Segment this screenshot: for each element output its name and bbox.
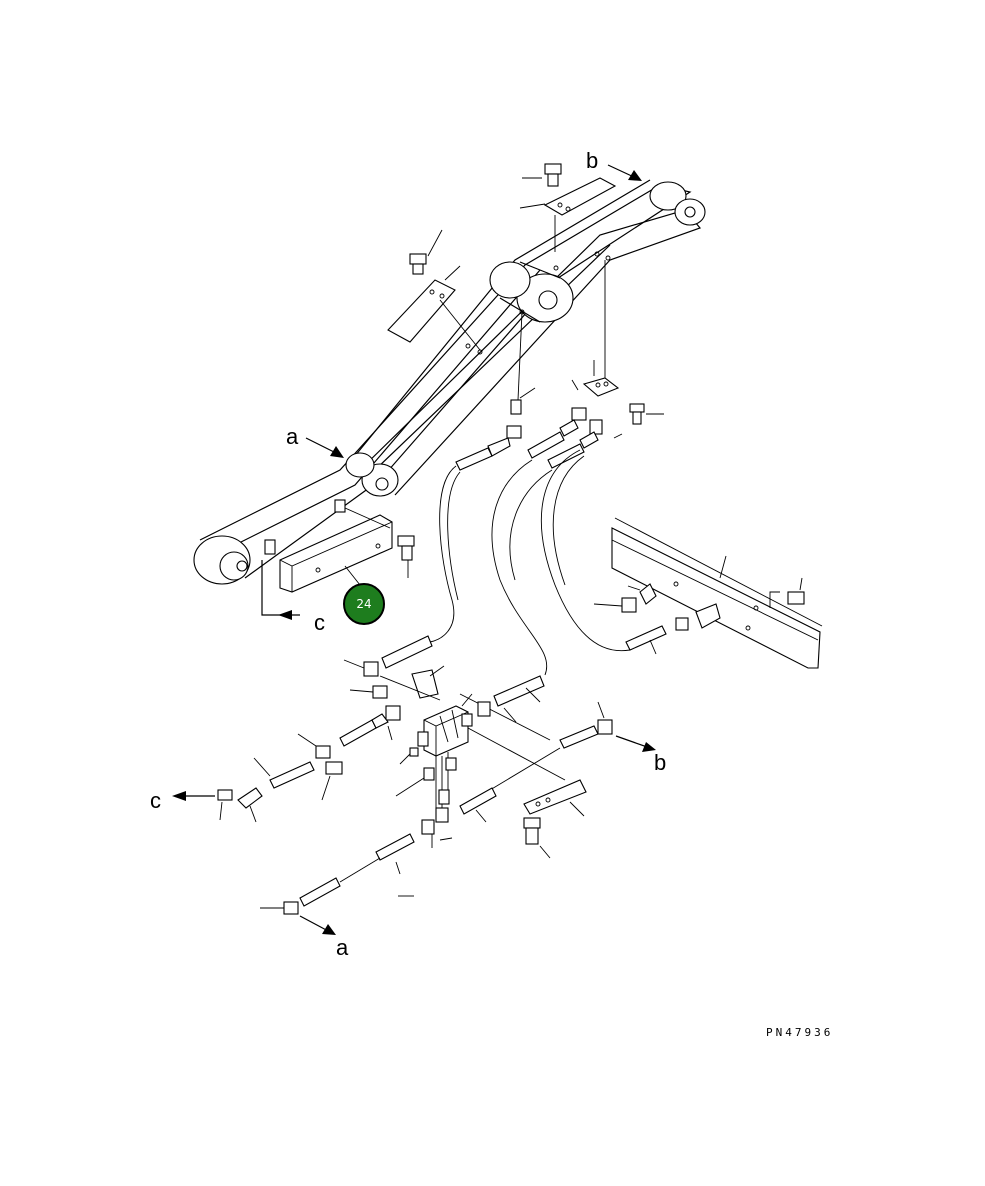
left-fittings [217,635,445,823]
reference-arrows [172,164,656,935]
lower-bracket [264,499,415,593]
callout-number: 24 [356,597,371,611]
callout-badge [343,583,385,625]
ref-letter-c-mid: c [314,610,325,635]
bracket-top-left [387,229,481,351]
ref-letter-a-top: a [286,424,299,449]
valve-block [395,693,566,848]
ref-letter-b-top: b [586,148,598,173]
bottom-hose [260,833,415,915]
ref-letter-b-right: b [654,750,666,775]
hose-lines [429,449,631,676]
ref-letter-a-bottom: a [336,935,349,960]
ref-letter-c-left: c [150,788,161,813]
frame-member-right [593,517,823,669]
bracket-right [571,260,664,425]
part-number-label: PN47936 [766,1026,833,1039]
upper-fittings [455,311,623,471]
bracket-top [519,163,617,252]
boom-arm [193,179,706,585]
right-fittings [459,675,613,859]
callout-24[interactable]: 24 [343,583,385,625]
